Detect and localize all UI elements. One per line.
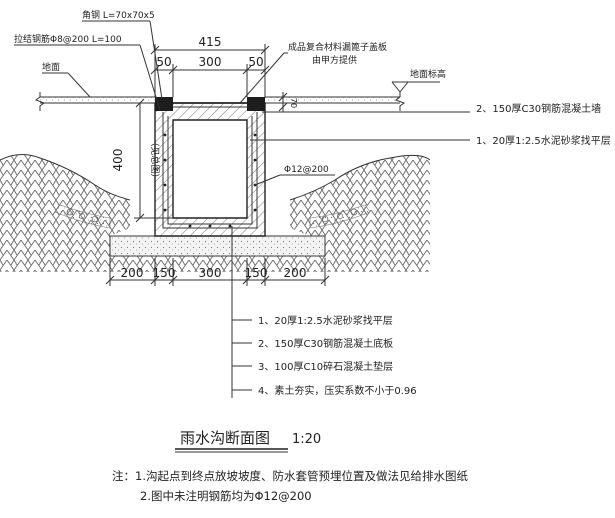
dim-top-left: 50 [156, 55, 171, 69]
callout-wall-mortar: 1、20厚1:2.5水泥砂浆找平层 [250, 134, 611, 147]
trench-body [154, 97, 266, 237]
label-cover-plate-2: 由甲方提供 [312, 54, 357, 66]
break-mark-right [394, 92, 406, 111]
dim-bottom-2: 150 [153, 266, 176, 280]
label-ground-elevation: 地面标高 [410, 68, 446, 80]
dim-bottom-3: 300 [199, 266, 222, 280]
ground-slab-right [265, 96, 400, 104]
depth-dimension: 400 （见总图） [111, 98, 173, 223]
break-mark-left [34, 92, 46, 111]
label-tie-bar: 拉结钢筋Φ8@200 L=100 [14, 33, 122, 45]
label-wall-mortar: 1、20厚1:2.5水泥砂浆找平层 [476, 134, 611, 147]
dim-bottom-4: 150 [245, 266, 268, 280]
notes: 注：1.沟起点到终点放坡坡度、防水套管预埋位置及做法见给排水图纸 2.图中未注明… [112, 469, 468, 503]
label-rebar: Φ12@200 [284, 165, 329, 175]
dim-bottom-5: 200 [284, 266, 307, 280]
drawing-title: 雨水沟断面图 1:20 [175, 429, 321, 453]
dim-top-right: 50 [248, 55, 263, 69]
top-dimension-total: 415 [150, 35, 270, 97]
callout-tie-bar: 拉结钢筋Φ8@200 L=100 [14, 33, 161, 111]
dim-bottom-1: 200 [121, 266, 144, 280]
label-angle-steel: 角钢 L=70x70x5 [82, 9, 155, 21]
note-2: 2.图中未注明钢筋均为Φ12@200 [140, 489, 312, 503]
title-scale: 1:20 [292, 432, 321, 447]
dim-top-total: 415 [199, 35, 222, 49]
bottom-dimension-chain: 200 150 300 150 200 [105, 258, 330, 286]
callout-angle-steel: 角钢 L=70x70x5 [82, 9, 163, 100]
label-cover-plate-1: 成品复合材料漏篦子盖板 [288, 41, 387, 53]
note-1: 注：1.沟起点到终点放坡坡度、防水套管预埋位置及做法见给排水图纸 [112, 469, 468, 483]
label-wall-note: 2、150厚C30钢筋混凝土墙 [476, 102, 601, 115]
top-dimension-parts: 50 300 50 [150, 55, 270, 97]
callout-ground: 地面 [42, 61, 91, 98]
dim-depth: 400 [111, 149, 125, 172]
label-ground: 地面 [42, 61, 60, 73]
callout-cover-plate: 成品复合材料漏篦子盖板 由甲方提供 [239, 41, 387, 104]
title-name: 雨水沟断面图 [180, 429, 270, 447]
layer-1: 1、20厚1:2.5水泥砂浆找平层 [258, 314, 393, 327]
layer-2: 2、150厚C30钢筋混凝土底板 [258, 337, 393, 350]
layer-callouts: 1、20厚1:2.5水泥砂浆找平层 2、150厚C30钢筋混凝土底板 3、100… [231, 226, 417, 398]
soil-bottom [0, 236, 430, 272]
plate-offset-dimension: 70 [278, 92, 298, 112]
callout-rebar: Φ12@200 [254, 165, 335, 186]
cushion-layer [109, 235, 326, 257]
gravel-band [54, 204, 371, 229]
ground-elevation-marker: 地面标高 [391, 68, 446, 93]
dim-top-mid: 300 [199, 55, 222, 69]
dim-plate-offset: 70 [289, 98, 298, 108]
layer-3: 3、100厚C10碎石混凝土垫层 [258, 360, 393, 373]
layer-4: 4、素土夯实，压实系数不小于0.96 [258, 384, 417, 397]
callout-wall: 2、150厚C30钢筋混凝土墙 [262, 102, 601, 115]
ground-slab-left [40, 96, 155, 104]
depth-note: （见总图） [149, 137, 161, 182]
